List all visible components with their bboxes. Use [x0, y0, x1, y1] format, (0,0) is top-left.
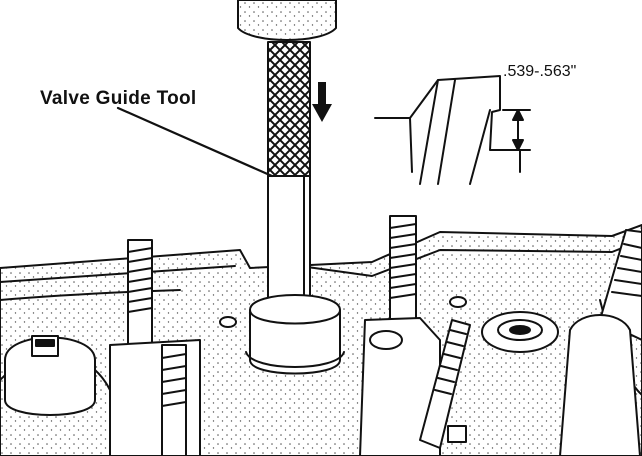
valve-stem-left — [4, 335, 96, 416]
valve-guide-tool-label: Valve Guide Tool — [40, 88, 197, 109]
rocker-stud-3 — [559, 229, 642, 456]
rocker-stud-1 — [109, 239, 201, 456]
spring-seat — [481, 311, 559, 353]
valve-guide-tool — [237, 0, 345, 375]
pushrod-stud — [419, 319, 471, 449]
arrow-down-icon — [312, 82, 332, 122]
tool-leader-line — [116, 106, 274, 178]
rocker-stud-2 — [359, 215, 441, 456]
dimension-arrow — [512, 109, 524, 151]
guide-height-dimension-label: .539-.563" — [503, 63, 577, 80]
guide-height-inset — [374, 75, 531, 185]
